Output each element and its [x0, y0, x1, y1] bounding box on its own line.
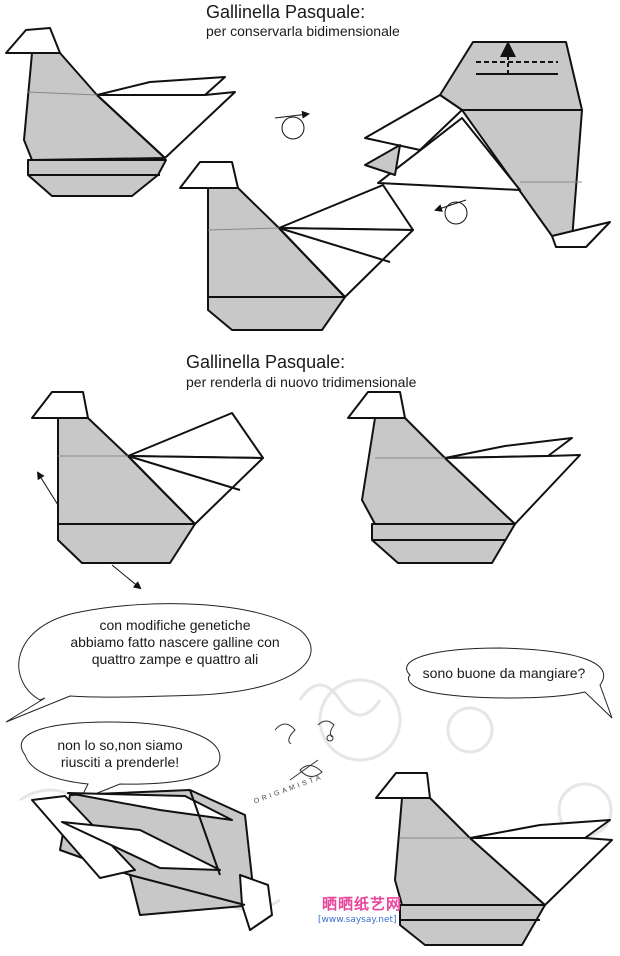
bubble-3-text: non lo so,non siamo riusciti a prenderle…	[30, 737, 210, 771]
hen-four-wings-right	[375, 772, 613, 946]
site-logo-url: [www.saysay.net]	[318, 915, 397, 925]
hen-3d-top-right	[364, 41, 611, 248]
bubble-3-line: non lo so,non siamo	[57, 737, 183, 753]
bubble-1-line: abbiamo fatto nascere galline con	[70, 634, 280, 650]
rotate-symbol-1	[274, 110, 310, 140]
bubble-3-line: riusciti a prenderle!	[60, 754, 180, 770]
bubble-1-text: con modifiche genetiche abbiamo fatto na…	[45, 617, 305, 668]
bubble-1-line: quattro zampe e quattro ali	[91, 651, 259, 667]
pull-arrows	[36, 471, 142, 590]
hen-flat-middle	[179, 161, 414, 331]
bubble-1-line: con modifiche genetiche	[99, 617, 251, 633]
hen-3d-top-left	[5, 27, 236, 197]
rotate-symbol-2	[434, 199, 468, 225]
bubble-1-shape	[5, 603, 312, 723]
section1-title: Gallinella Pasquale:	[206, 2, 366, 22]
speech-bubbles	[5, 603, 613, 801]
bubble-2-shape	[406, 647, 613, 719]
bubble-3-shape	[20, 721, 221, 801]
section2-subtitle: per renderla di nuovo tridimensionale	[186, 374, 417, 390]
hen-flat-section2	[31, 391, 264, 564]
hen-3d-section2	[347, 391, 581, 564]
section1-subtitle: per conservarla bidimensionale	[206, 23, 400, 39]
hen-four-wings-left	[31, 789, 273, 931]
site-logo-chinese: 晒晒纸艺网	[322, 895, 403, 913]
origamista-stamp	[274, 720, 335, 781]
bubble-2-text: sono buone da mangiare?	[422, 665, 586, 681]
section2-title: Gallinella Pasquale:	[186, 352, 346, 372]
